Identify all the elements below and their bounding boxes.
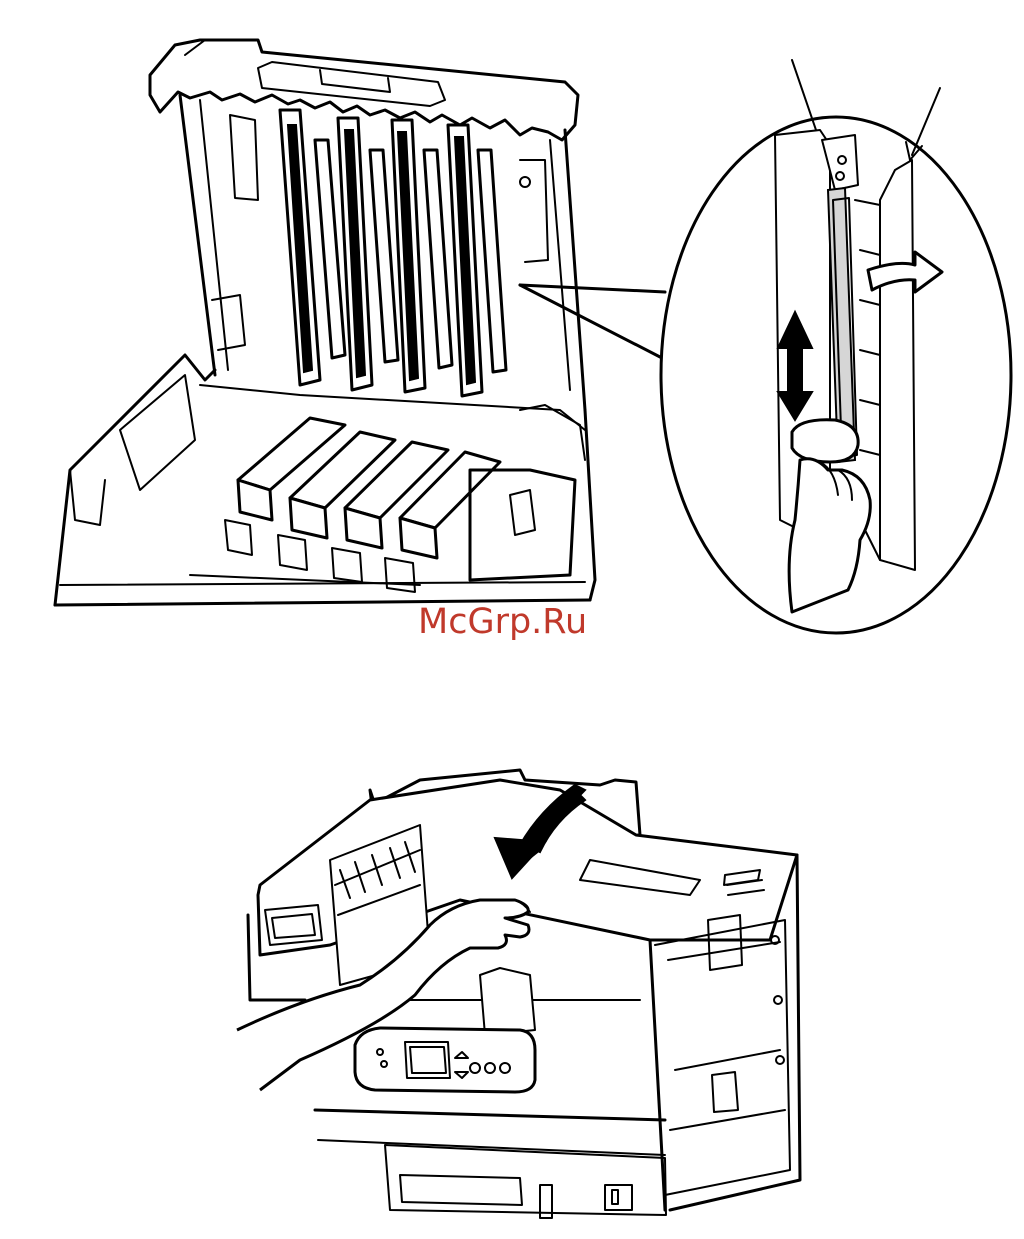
watermark-text: McGrp.Ru <box>418 600 618 644</box>
